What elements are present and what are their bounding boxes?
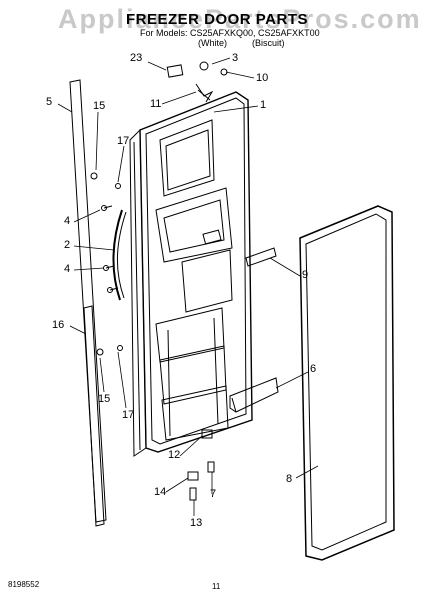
callout-17-bottom: 17 xyxy=(122,409,135,421)
callout-10: 10 xyxy=(256,72,269,84)
page-number: 11 xyxy=(212,582,221,591)
callout-11: 11 xyxy=(150,98,162,110)
watermark-text: AppliancePartsPros.com xyxy=(58,4,422,34)
model-list: For Models: CS25AFXKQ00, CS25AFXKT00 xyxy=(140,28,320,38)
door-gasket xyxy=(299,205,395,561)
callout-6: 6 xyxy=(310,363,317,375)
callout-5: 5 xyxy=(46,96,53,108)
color-label-biscuit: (Biscuit) xyxy=(252,38,285,48)
callout-7: 7 xyxy=(210,488,217,500)
shelf-trim xyxy=(245,247,277,267)
callout-16: 16 xyxy=(52,319,65,331)
callout-15-bottom: 15 xyxy=(98,393,111,405)
callout-23: 23 xyxy=(130,52,143,64)
door-liner xyxy=(129,91,253,457)
callout-2: 2 xyxy=(64,239,71,251)
trim-strip-bottom xyxy=(83,305,105,527)
callout-14: 14 xyxy=(154,486,167,498)
callout-8: 8 xyxy=(286,473,293,485)
document-number: 8198552 xyxy=(8,580,40,589)
color-label-white: (White) xyxy=(198,38,227,48)
callout-17-top: 17 xyxy=(117,135,130,147)
callout-1: 1 xyxy=(260,99,267,111)
callout-12: 12 xyxy=(168,449,181,461)
callout-4-upper: 4 xyxy=(64,215,71,227)
door-bin xyxy=(229,377,279,413)
callout-4-lower: 4 xyxy=(64,263,71,275)
callout-13: 13 xyxy=(190,517,203,529)
callout-9: 9 xyxy=(302,269,309,281)
diagram-title: FREEZER DOOR PARTS xyxy=(125,11,309,28)
callout-15-top: 15 xyxy=(93,100,106,112)
callout-3: 3 xyxy=(232,52,239,64)
